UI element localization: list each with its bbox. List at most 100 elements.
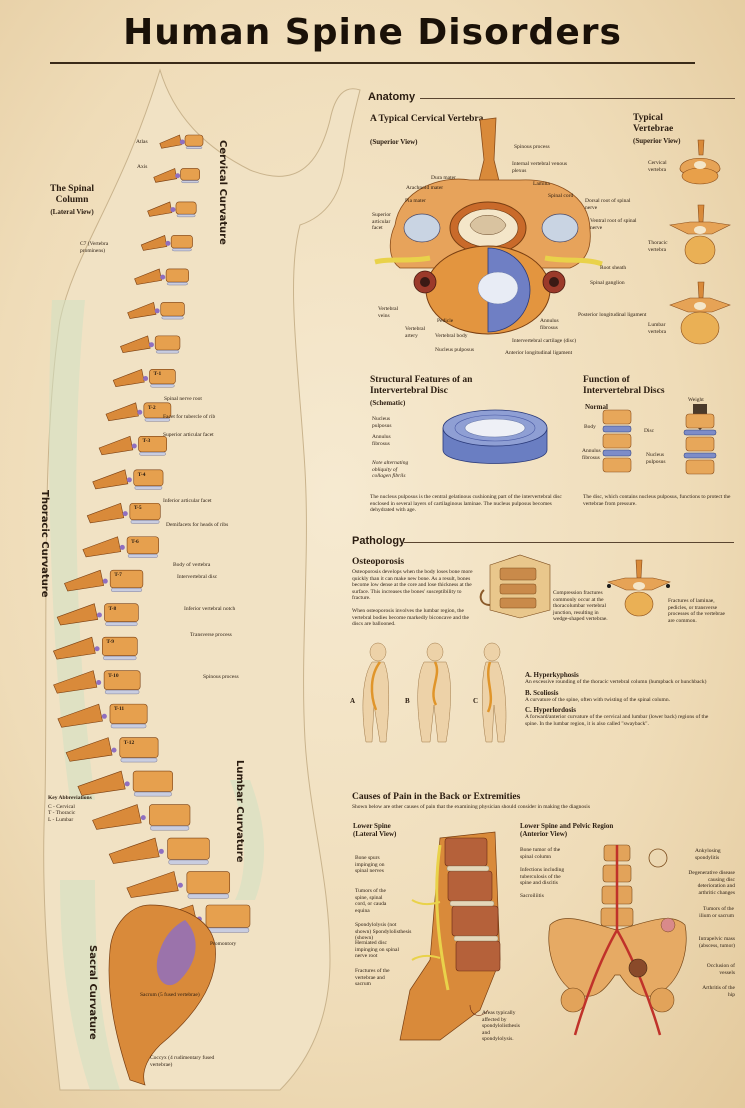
pelvic-title: Lower Spine and Pelvic Region bbox=[520, 822, 614, 830]
compression-fractures-text: Compression fractures commonly occur at … bbox=[553, 590, 608, 623]
vertebra bbox=[65, 737, 159, 763]
label-vertebral-artery: Vertebral artery bbox=[405, 326, 426, 339]
figure-letter-a: A bbox=[350, 697, 356, 705]
key-item: L - Lumbar bbox=[48, 816, 74, 823]
label-herniated-disc: Herniated disc impinging on spinal nerve… bbox=[355, 940, 399, 960]
label-vessel-occlusion: Occlusion of vessels bbox=[706, 963, 735, 976]
body-of-vertebra-label: Body of vertebra bbox=[173, 562, 211, 568]
label-intrapelvic-mass: Intrapelvic mass (abscess, tumor) bbox=[698, 936, 735, 949]
spine-heading: The Spinal Column bbox=[49, 184, 95, 205]
vertebra bbox=[140, 235, 193, 252]
vertebra-tag: T-11 bbox=[113, 706, 125, 713]
label-lumbar-vertebra: Lumbar vertebra bbox=[648, 322, 667, 335]
vertebra-tag: T-6 bbox=[131, 538, 139, 545]
label-thoracic-vertebra: Thoracic vertebra bbox=[648, 240, 668, 253]
title-underline bbox=[50, 62, 695, 64]
promontory-label: Promontory bbox=[210, 941, 237, 947]
vertebra bbox=[134, 268, 189, 286]
label-disc-nucleus: Nucleus pulposus bbox=[372, 416, 392, 429]
label-function-nucleus: Nucleus pulposus bbox=[646, 452, 666, 465]
hyperlordosis-title: C. Hyperlordosis bbox=[525, 706, 576, 715]
osteoporosis-title: Osteoporosis bbox=[352, 557, 405, 567]
vertebra-tag: T-2 bbox=[147, 404, 156, 411]
anatomy-heading: Anatomy bbox=[368, 91, 416, 103]
axis-label: Axis bbox=[137, 164, 148, 170]
vertebra bbox=[92, 469, 164, 490]
label-bone-tumor: Bone tumor of the spinal column bbox=[520, 847, 561, 860]
vertebra-tag: T-12 bbox=[123, 739, 135, 746]
osteoporosis-text-1: Osteoporosis develops when the body lose… bbox=[352, 569, 473, 602]
label-spinal-cord: Spinal cord bbox=[548, 193, 574, 199]
vertebra bbox=[159, 134, 204, 149]
page-title: Human Spine Disorders bbox=[123, 12, 622, 53]
label-body: Body bbox=[584, 424, 596, 430]
curvature-descriptions: A. Hyperkyphosis An excessive rounding o… bbox=[525, 671, 725, 727]
c7-label: C7 (Vertebra prominens) bbox=[80, 241, 109, 254]
disc-function-title: Function of Intervertebral Discs bbox=[583, 375, 665, 396]
disc-function-caption: The disc, which contains nucleus pulposu… bbox=[583, 494, 731, 507]
demifacets-label: Demifacets for heads of ribs bbox=[166, 522, 229, 528]
vertebra-tag: T-3 bbox=[142, 438, 151, 445]
key-item: C - Cervical bbox=[48, 803, 75, 810]
spine-subheading: (Lateral View) bbox=[50, 208, 94, 216]
vertebra-tag: T-9 bbox=[106, 639, 115, 646]
label-disc-note: Note alternating obliquity of collagen f… bbox=[372, 460, 409, 480]
label-root-sheath: Root sheath bbox=[600, 265, 627, 271]
vertebra bbox=[127, 301, 185, 320]
vertebra bbox=[98, 435, 167, 456]
vertebra bbox=[126, 871, 231, 899]
label-superior-facet: Superior articular facet bbox=[372, 212, 391, 232]
label-posterior-ligament: Posterior longitudinal ligament bbox=[578, 312, 647, 318]
label-spinous-process: Spinous process bbox=[514, 144, 550, 150]
label-venous-plexus: Internal vertebral venous plexus bbox=[512, 161, 567, 174]
disc-structure-caption: The nucleus pulposus is the central gela… bbox=[370, 494, 562, 514]
vertebra-tag: T-7 bbox=[114, 572, 122, 579]
label-intervertebral-cartilage: Intervertebral cartilage (disc) bbox=[512, 338, 577, 344]
label-cervical-vertebra: Cervical vertebra bbox=[648, 160, 667, 173]
vertebra-tag: T-1 bbox=[153, 371, 162, 378]
vertebra bbox=[77, 770, 173, 797]
coccyx-label: Coccyx (4 rudimentary fused vertebrae) bbox=[150, 1055, 215, 1068]
vertebra bbox=[57, 703, 148, 729]
hyperkyphosis-title: A. Hyperkyphosis bbox=[525, 671, 579, 679]
pathology-heading: Pathology bbox=[352, 535, 406, 547]
transverse-process-label: Transverse process bbox=[190, 632, 232, 638]
figure-letter-c: C bbox=[473, 697, 479, 705]
vertebra bbox=[52, 636, 138, 661]
vertebra-tag: T-8 bbox=[108, 605, 117, 612]
label-spondylolisthesis: Spondylolysis (not shown) Spondylolisthe… bbox=[355, 922, 412, 942]
vertebra-tag: T-10 bbox=[108, 672, 119, 679]
superior-facet-label: Superior articular facet bbox=[163, 432, 214, 438]
label-normal: Normal bbox=[585, 403, 608, 411]
spinal-nerve-root-label: Spinal nerve root bbox=[164, 396, 202, 402]
label-spinal-ganglion: Spinal ganglion bbox=[590, 280, 625, 286]
vertebra bbox=[64, 569, 144, 592]
vertebra bbox=[86, 502, 161, 524]
label-vertebral-body: Vertebral body bbox=[435, 333, 468, 339]
vertebra-tag: T-4 bbox=[137, 471, 146, 478]
label-weight: Weight bbox=[688, 397, 704, 403]
laminae-fractures-text: Fractures of laminae, pedicles, or trans… bbox=[668, 598, 725, 624]
vertebra bbox=[108, 837, 210, 865]
inferior-facet-label: Inferior articular facet bbox=[163, 498, 212, 504]
vertebra bbox=[56, 603, 139, 626]
label-ankylosing-spondylitis: Ankylosing spondylitis bbox=[695, 848, 721, 861]
label-dura-mater: Dura mater bbox=[431, 175, 456, 181]
label-degenerative-disease: Degenerative disease causing disc deteri… bbox=[688, 870, 735, 896]
lower-spine-subtitle: (Lateral View) bbox=[353, 830, 397, 838]
inferior-notch-label: Inferior vertebral notch bbox=[184, 606, 236, 612]
label-annulus-fibrosus: Annulus fibrosus bbox=[540, 318, 559, 331]
figure-letter-b: B bbox=[405, 697, 410, 705]
disc-structure-title: Structural Features of an Intervertebral… bbox=[370, 375, 473, 396]
lumbar-vertebra-small bbox=[669, 281, 731, 345]
label-spine-tumors: Tumors of the spine, spinal cord, or cau… bbox=[355, 888, 387, 914]
cervical-subtitle: (Superior View) bbox=[370, 138, 418, 146]
